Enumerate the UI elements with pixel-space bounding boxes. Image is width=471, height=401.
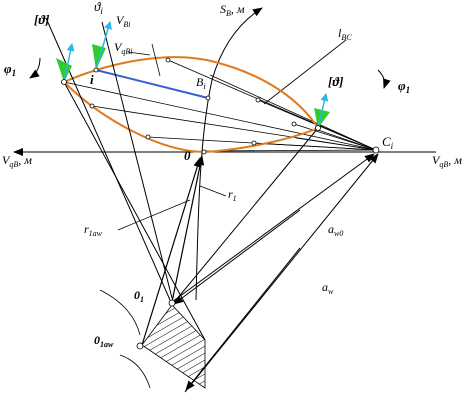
- point-r1: [255, 97, 261, 103]
- velocity-arrow-right: [317, 93, 329, 129]
- lbc-leader: [263, 39, 347, 105]
- hatched-zone: [141, 304, 206, 389]
- label-theta-left: [ϑ]: [34, 12, 50, 27]
- label-o1: 01: [134, 288, 144, 304]
- label-ci: Ci: [382, 134, 394, 151]
- velocity-arrow-left: [63, 43, 75, 83]
- phi-left-arrow: [29, 57, 41, 79]
- point-left: [61, 79, 67, 85]
- label-vqb-left: VqB, м: [2, 153, 32, 169]
- label-vqb-right: VqB, м: [432, 153, 462, 169]
- vqbi-tick: [151, 43, 161, 77]
- point-r2: [291, 121, 297, 127]
- line-theta-left: [45, 17, 171, 301]
- label-r1aw: r1aw: [84, 222, 103, 238]
- vqbi-leader: [127, 51, 151, 56]
- point-right: [315, 125, 321, 131]
- angle-marker-i: [92, 44, 106, 70]
- line-bound-right: [171, 127, 319, 306]
- point-o1: [168, 299, 176, 307]
- label-sb: SB, м: [220, 2, 245, 18]
- label-i: i: [90, 72, 94, 87]
- fan-rays: [63, 59, 377, 152]
- label-o1aw: 01aw: [94, 333, 114, 349]
- velocity-arrow-i: [95, 21, 112, 71]
- arrow-aw0-back: [173, 209, 301, 305]
- point-ci: [372, 146, 380, 154]
- arc-o1: [99, 289, 141, 336]
- segment-i-bi: [95, 69, 209, 99]
- points: [61, 57, 380, 350]
- point-bi: [205, 95, 211, 101]
- point-r3: [251, 140, 257, 146]
- label-lbc: lBC: [338, 26, 352, 42]
- label-phi-left: φ1: [4, 61, 16, 78]
- point-mid1: [89, 103, 95, 109]
- arrow-r1: [171, 155, 205, 303]
- label-theta-i: ϑi: [94, 0, 103, 16]
- arrow-aw: [184, 153, 379, 393]
- label-zero: 0: [184, 148, 191, 163]
- sb-axis-arc: [195, 7, 263, 301]
- arrow-aw0: [171, 153, 375, 303]
- arrow-r1aw: [141, 157, 202, 346]
- label-v-bi: VBi: [116, 13, 130, 29]
- point-mid2: [145, 134, 151, 140]
- point-zero: [201, 149, 207, 155]
- label-vqbi: VqBi: [114, 40, 132, 56]
- line-theta-i: [101, 21, 173, 299]
- r1-leader: [199, 185, 227, 197]
- label-theta-right: [ϑ]: [328, 74, 344, 89]
- label-bi: Bi: [196, 75, 206, 91]
- phi-right-arrow: [377, 69, 391, 89]
- label-phi-right: φ1: [398, 78, 410, 95]
- angle-marker-right: [314, 108, 330, 128]
- point-top: [165, 57, 171, 63]
- arc-o1aw: [119, 354, 151, 389]
- point-o1aw: [136, 342, 144, 350]
- r1aw-leader: [117, 199, 191, 231]
- label-aw: aw: [322, 280, 334, 296]
- point-i: [93, 67, 99, 73]
- label-r1: r1: [228, 187, 237, 203]
- label-aw0: aw0: [328, 222, 343, 238]
